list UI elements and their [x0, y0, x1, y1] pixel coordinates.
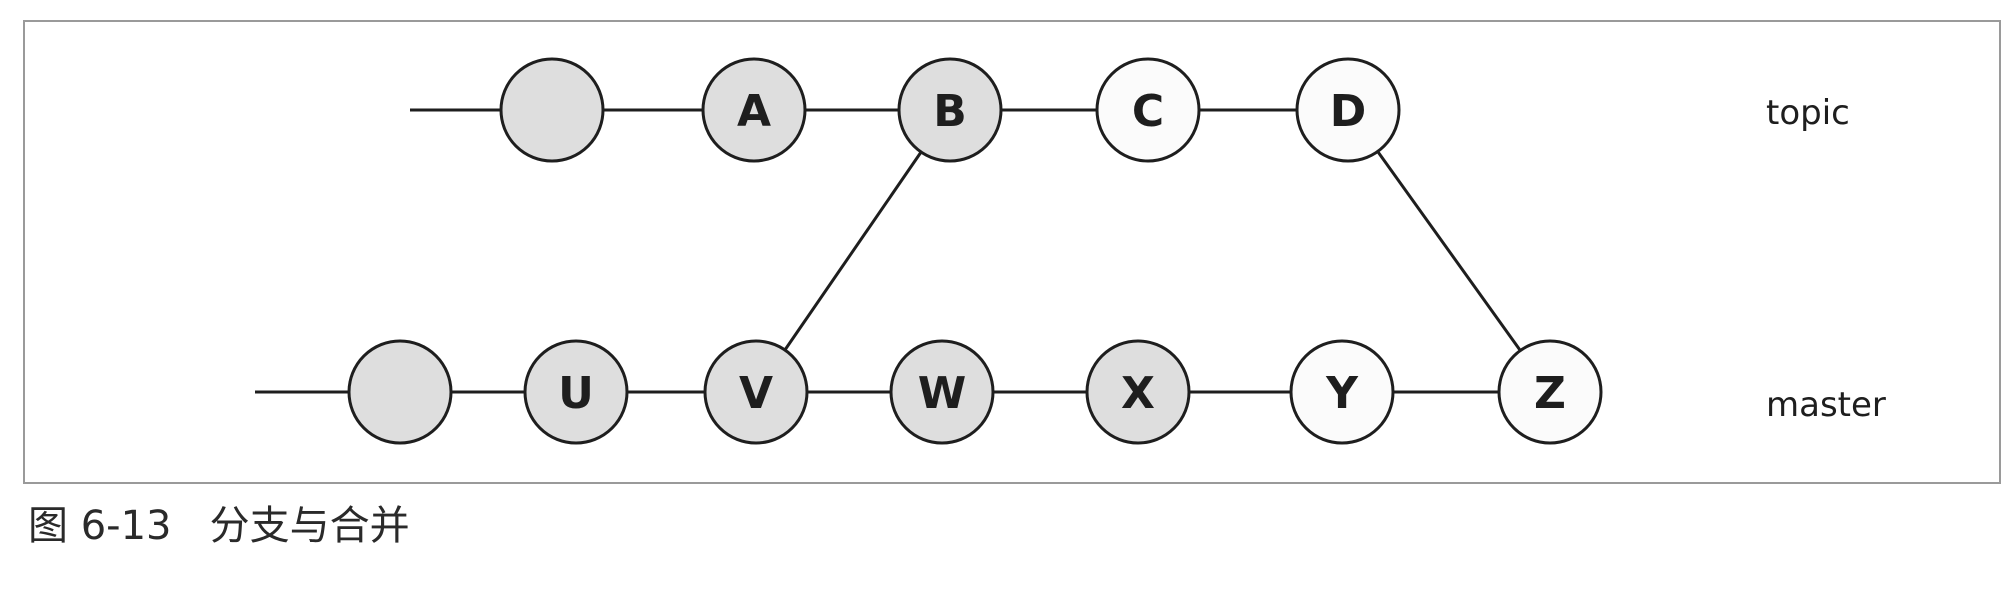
commit-circle [523, 339, 629, 445]
figure-caption: 图 6-13 分支与合并 [28, 503, 410, 549]
commit-V: V [703, 339, 809, 445]
commit-label: D [1330, 86, 1367, 137]
commit-circle [347, 339, 453, 445]
commit-circle [499, 57, 605, 163]
branch-label-topic: topic [1766, 93, 1850, 133]
commit-circle [897, 57, 1003, 163]
branch-label-master: master [1766, 385, 1886, 425]
merge-edge-D-Z [1376, 150, 1522, 352]
commit-circle [889, 339, 995, 445]
commit-label: V [739, 368, 773, 419]
commit-circle [701, 57, 807, 163]
commit-U: U [523, 339, 629, 445]
commit-circle [1095, 57, 1201, 163]
merge-edge-V-B [783, 151, 923, 351]
commit-label: Z [1534, 368, 1566, 419]
commit-master-base [347, 339, 453, 445]
commit-label: U [558, 368, 594, 419]
commit-X: X [1085, 339, 1191, 445]
commit-Z: Z [1497, 339, 1603, 445]
commit-label: C [1132, 86, 1164, 137]
commit-nodes: A B C D U V W X Y Z [347, 57, 1603, 445]
commit-circle [1497, 339, 1603, 445]
commit-Y: Y [1289, 339, 1395, 445]
commit-C: C [1095, 57, 1201, 163]
commit-label: B [933, 86, 967, 137]
commit-circle [703, 339, 809, 445]
diagram-frame [23, 20, 2001, 484]
commit-label: X [1121, 368, 1155, 419]
commit-circle [1085, 339, 1191, 445]
commit-A: A [701, 57, 807, 163]
commit-label: Y [1325, 368, 1359, 419]
commit-circle [1295, 57, 1401, 163]
commit-topic-base [499, 57, 605, 163]
commit-label: W [918, 368, 967, 419]
branch-merge-diagram: A B C D U V W X Y Z topic master [23, 20, 2001, 484]
commit-D: D [1295, 57, 1401, 163]
commit-W: W [889, 339, 995, 445]
commit-circle [1289, 339, 1395, 445]
commit-label: A [737, 86, 771, 137]
commit-B: B [897, 57, 1003, 163]
